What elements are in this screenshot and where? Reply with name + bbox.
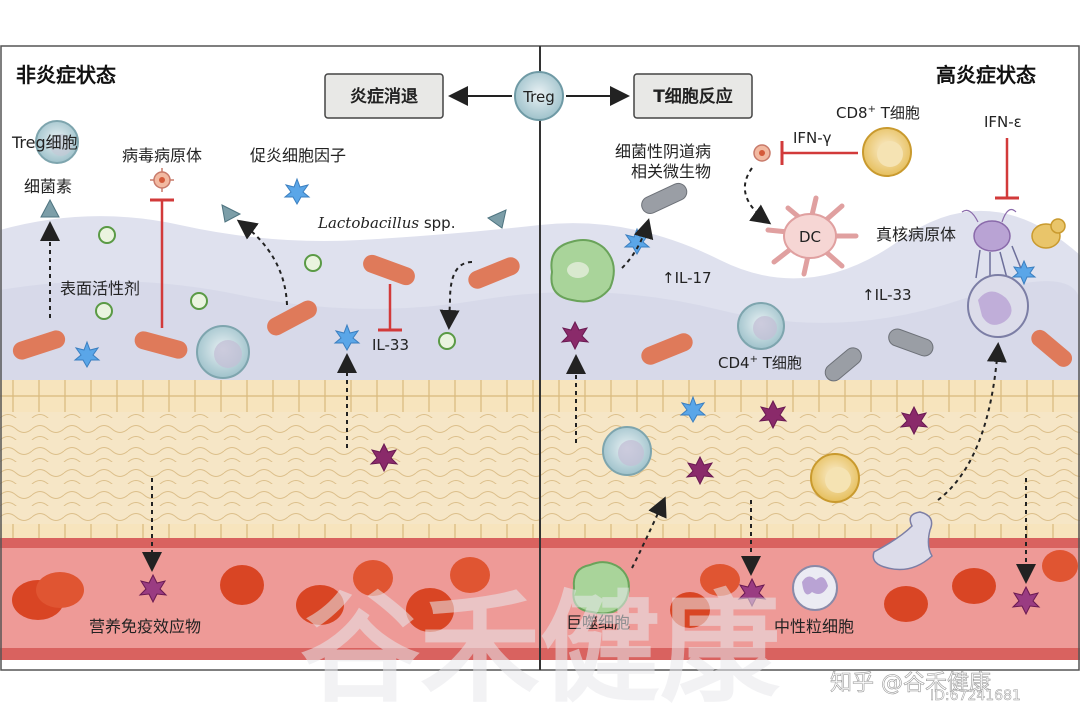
il33-label-left: IL-33 bbox=[372, 336, 409, 354]
red-blood-cell bbox=[220, 565, 264, 605]
bv-microbes-label-2: 相关微生物 bbox=[631, 162, 711, 181]
surfactant-label: 表面活性剂 bbox=[60, 279, 140, 298]
red-blood-cell bbox=[353, 560, 393, 596]
watermark-big: 谷禾健康 bbox=[300, 580, 780, 719]
surfactant-vesicle bbox=[304, 254, 322, 272]
purple-star-icon bbox=[560, 320, 590, 351]
purple-star-icon bbox=[737, 577, 767, 608]
red-blood-cell bbox=[670, 592, 710, 628]
surfactant-vesicle bbox=[190, 292, 208, 310]
bv-microbe-rod bbox=[641, 182, 688, 215]
lactobacillus-rod bbox=[134, 331, 188, 359]
cd8-label: CD8+ T细胞 bbox=[836, 104, 920, 122]
proinflammatory-label: 促炎细胞因子 bbox=[250, 146, 346, 165]
surfactant-vesicle bbox=[98, 226, 116, 244]
treg-hub-label: Treg bbox=[522, 88, 555, 106]
extravasating-neutrophil bbox=[872, 511, 933, 571]
cytokine-star-icon bbox=[73, 340, 101, 369]
red-blood-cell bbox=[700, 564, 740, 596]
t-response-box: T细胞反应 bbox=[633, 73, 753, 119]
treg-cell-mucosa bbox=[196, 325, 250, 379]
dc-label: DC bbox=[799, 228, 821, 246]
eukaryotic-pathogen-label: 真核病原体 bbox=[876, 225, 956, 244]
surfactant-vesicle bbox=[95, 302, 113, 320]
treg-cell-label: Treg细胞 bbox=[11, 133, 78, 152]
lactobacillus-label: Lactobacillus spp. bbox=[317, 214, 455, 232]
nutritional-immune-label: 营养免疫效应物 bbox=[89, 617, 201, 636]
cytokine-star-icon bbox=[283, 177, 311, 206]
arrow-proinflammatory bbox=[236, 219, 288, 306]
lactobacillus-rod bbox=[267, 300, 317, 336]
watermark-id: ID:67241681 bbox=[930, 688, 1021, 704]
infected-epithelial-cell bbox=[967, 274, 1029, 338]
treg-hub: Treg bbox=[514, 71, 564, 121]
title-right: 高炎症状态 bbox=[936, 63, 1036, 87]
treg-cell-left bbox=[35, 120, 79, 164]
surfactant-vesicle bbox=[438, 332, 456, 350]
bacteriocin-triangle-icon bbox=[221, 204, 242, 223]
red-blood-cell bbox=[884, 586, 928, 622]
arrow-macrophage-bv bbox=[621, 218, 654, 269]
arrow-lactobacillus-vesicle bbox=[439, 261, 473, 330]
cytokine-star-icon bbox=[679, 395, 707, 424]
red-blood-cell bbox=[450, 557, 490, 593]
purple-star-icon bbox=[369, 442, 399, 473]
bv-microbes-label-1: 细菌性阴道病 bbox=[615, 142, 711, 161]
neutrophil-label: 中性粒细胞 bbox=[774, 617, 854, 636]
inhibit-ifn-epsilon bbox=[995, 138, 1019, 200]
watermark-platform: 知乎 @谷禾健康 bbox=[830, 671, 991, 696]
neutrophil-blood bbox=[792, 565, 838, 611]
arrow-neutrophil-up bbox=[937, 342, 1007, 501]
t-cell-epithelium bbox=[810, 453, 860, 503]
inhibit-lactobacillus-il33 bbox=[378, 284, 402, 332]
inhibit-ifn-gamma bbox=[780, 141, 858, 165]
inhibit-virus bbox=[150, 198, 174, 328]
cytokine-star-icon bbox=[333, 323, 361, 352]
cd4-t-cell bbox=[737, 302, 785, 350]
purple-star-icon bbox=[1011, 585, 1041, 616]
eukaryotic-pathogen bbox=[961, 209, 1066, 286]
purple-star-icon bbox=[899, 405, 929, 436]
macrophage-blood bbox=[572, 561, 630, 615]
ifn-epsilon-label: IFN-ε bbox=[984, 113, 1022, 131]
lactobacillus-rod bbox=[468, 257, 520, 289]
bacteriocin-triangle-icon bbox=[486, 209, 507, 229]
virus-icon bbox=[753, 144, 771, 162]
purple-star-icon bbox=[138, 573, 168, 604]
red-blood-cell bbox=[952, 568, 996, 604]
lactobacillus-rod bbox=[12, 330, 66, 360]
virus-icon bbox=[150, 168, 174, 192]
macrophage-epithelium bbox=[602, 426, 652, 476]
lactobacillus-rod bbox=[641, 333, 693, 365]
ifn-gamma-label: IFN-γ bbox=[793, 129, 832, 147]
macrophage-nucleus bbox=[567, 262, 589, 278]
il33-up-label: ↑IL-33 bbox=[862, 286, 912, 304]
lactobacillus-rod bbox=[363, 254, 415, 286]
resolution-label: 炎症消退 bbox=[350, 86, 418, 107]
purple-star-icon bbox=[758, 399, 788, 430]
arrow-macrophage-up bbox=[631, 496, 667, 569]
red-blood-cell bbox=[296, 585, 344, 625]
cd8-t-cell bbox=[862, 127, 912, 177]
purple-star-icon bbox=[685, 455, 715, 486]
cd4-label: CD4+ T细胞 bbox=[718, 354, 802, 372]
bv-microbe-rod bbox=[888, 328, 934, 357]
arrow-virus-dc bbox=[743, 167, 772, 225]
red-blood-cell bbox=[406, 588, 454, 632]
il17-label: ↑IL-17 bbox=[662, 269, 712, 287]
virus-pathogen-label: 病毒病原体 bbox=[122, 146, 202, 165]
title-left: 非炎症状态 bbox=[16, 63, 116, 87]
t-response-label: T细胞反应 bbox=[653, 86, 733, 107]
bv-microbe-rod bbox=[824, 347, 862, 382]
bacteriocin-triangle-icon bbox=[40, 198, 60, 218]
red-blood-cell bbox=[1042, 550, 1078, 582]
resolution-box: 炎症消退 bbox=[324, 73, 444, 119]
bacteriocin-label: 细菌素 bbox=[24, 177, 72, 196]
red-blood-cell bbox=[36, 572, 84, 608]
macrophage-label: 巨噬细胞 bbox=[566, 613, 630, 632]
dendritic-cell: DC bbox=[765, 195, 859, 277]
lactobacillus-rod bbox=[1031, 329, 1073, 367]
